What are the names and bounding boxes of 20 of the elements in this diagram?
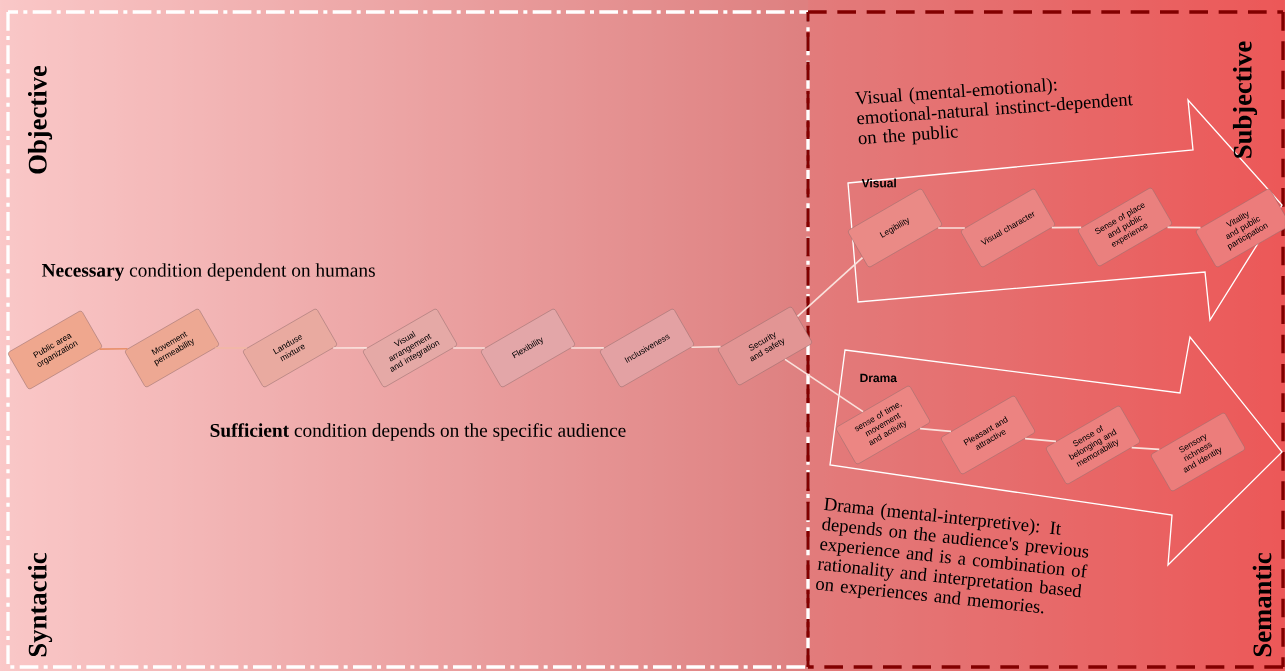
axis-label: Objective: [27, 65, 53, 174]
connector-line: [98, 347, 129, 351]
axis-label: Semantic: [1252, 553, 1272, 657]
connector-line: [1050, 226, 1083, 229]
connector-line: [796, 256, 864, 318]
connector-line: [1024, 437, 1057, 443]
connector-line: [1130, 446, 1161, 451]
axis-label: Subjective: [1232, 41, 1258, 158]
condition-text: Sufficient condition depends on the specific audience: [210, 423, 626, 441]
connector-line: [919, 427, 952, 433]
condition-text: Necessary condition dependent on humans: [42, 263, 375, 281]
connector-line: [690, 345, 722, 349]
description-text: Visual (mental-emotional): emotional-natural instinct-dependent on the public: [854, 78, 1133, 145]
connector-line: [452, 347, 486, 349]
connector-line: [570, 347, 605, 349]
connector-line: [332, 347, 368, 349]
connector-line: [1166, 226, 1202, 229]
connector-line: [937, 227, 966, 229]
axis-label: Syntactic: [27, 553, 53, 657]
connector-line: [784, 358, 864, 413]
